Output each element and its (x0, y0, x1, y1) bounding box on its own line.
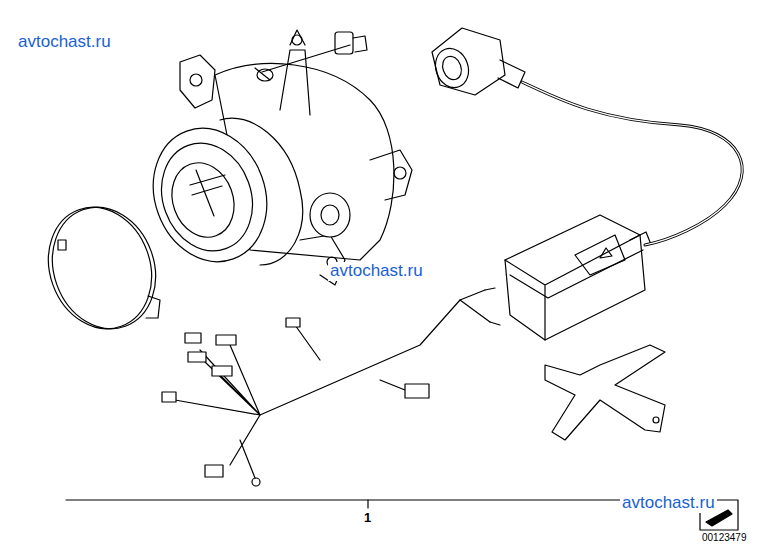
ballast-unit (505, 215, 650, 340)
watermark: avtochast.ru (620, 494, 717, 513)
watermark: avtochast.ru (328, 262, 425, 281)
diagram-code: 00123479 (700, 532, 749, 543)
igniter-cable (430, 28, 742, 245)
wiring-harness (162, 288, 500, 486)
watermark: avtochast.ru (16, 33, 113, 52)
callout-number: 1 (362, 511, 373, 525)
fog-lamp (135, 30, 412, 285)
mounting-bracket (545, 345, 665, 440)
cover-disc (32, 193, 172, 344)
